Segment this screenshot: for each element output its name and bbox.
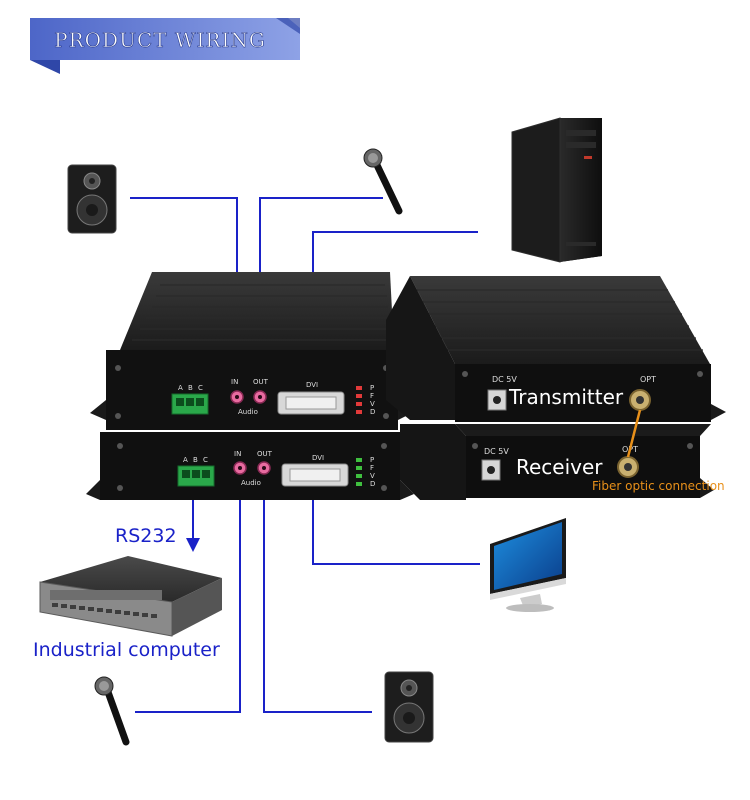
front-device-stack: A B C IN OUT Audio DVI P F V D A B C bbox=[86, 272, 414, 500]
banner-fold bbox=[30, 60, 60, 74]
led-v bbox=[356, 474, 362, 478]
receiver-dc-label: DC 5V bbox=[484, 447, 509, 456]
led-v bbox=[356, 402, 362, 406]
receiver-audio-out-label: OUT bbox=[253, 378, 269, 386]
terminal-letter-c: C bbox=[198, 384, 203, 392]
terminal-letter-a: A bbox=[183, 456, 188, 464]
transmitter-dc-label: DC 5V bbox=[492, 375, 517, 384]
led-letter: V bbox=[370, 400, 375, 408]
terminal-letter-c: C bbox=[203, 456, 208, 464]
led-letter: D bbox=[370, 408, 375, 416]
led-letter: V bbox=[370, 472, 375, 480]
receiver-label: Receiver bbox=[516, 455, 603, 479]
led-p bbox=[356, 386, 362, 390]
led-letter: P bbox=[370, 384, 374, 392]
title-banner: PRODUCT WIRING bbox=[30, 18, 300, 74]
led-d bbox=[356, 410, 362, 414]
transmitter-dvi-label: DVI bbox=[312, 454, 324, 462]
receiver-audio-in-label: IN bbox=[231, 378, 238, 386]
speaker-top bbox=[67, 164, 117, 234]
fiber-optic-cable bbox=[626, 409, 642, 458]
wires bbox=[130, 197, 480, 713]
industrial-computer bbox=[39, 556, 222, 637]
transmitter-audio-out-label: OUT bbox=[257, 450, 273, 458]
wire-audio-out-to-speaker bbox=[263, 478, 372, 713]
transmitter-rs232-terminal: A B C bbox=[177, 456, 215, 487]
rack-computer-icon bbox=[40, 556, 222, 602]
wire-audio-in-to-mic bbox=[135, 478, 241, 713]
led-p bbox=[356, 458, 362, 462]
rear-unit-top bbox=[410, 276, 710, 364]
led-f bbox=[356, 394, 362, 398]
banner-corner bbox=[276, 18, 300, 34]
rs232-label: RS232 bbox=[115, 525, 177, 547]
arrow-down-icon bbox=[186, 538, 200, 552]
transmitter-front-panel bbox=[100, 432, 400, 500]
receiver-audio-label: Audio bbox=[238, 408, 258, 416]
microphone-bottom bbox=[94, 676, 130, 746]
transmitter-label: Transmitter bbox=[508, 385, 624, 409]
rear-device-stack: DC 5V OPT Transmitter DC 5V OPT Receiver… bbox=[386, 276, 726, 500]
terminal-letter-b: B bbox=[193, 456, 198, 464]
industrial-computer-label: Industrial computer bbox=[33, 639, 220, 661]
transmitter-audio-in-label: IN bbox=[234, 450, 241, 458]
pc-tower bbox=[511, 117, 602, 263]
led-d bbox=[356, 482, 362, 486]
wire-dvi-to-monitor bbox=[312, 500, 480, 565]
led-letter: F bbox=[370, 392, 374, 400]
transmitter-audio-label: Audio bbox=[241, 479, 261, 487]
receiver-leds bbox=[356, 386, 362, 414]
banner-title: PRODUCT WIRING bbox=[54, 28, 266, 52]
microphone-icon bbox=[372, 159, 403, 215]
upper-unit-top bbox=[120, 272, 394, 350]
terminal-letter-a: A bbox=[178, 384, 183, 392]
led-letter: F bbox=[370, 464, 374, 472]
receiver-dvi-label: DVI bbox=[306, 381, 318, 389]
led-f bbox=[356, 466, 362, 470]
transmitter-leds bbox=[356, 458, 362, 486]
led-letter: P bbox=[370, 456, 374, 464]
microphone-top bbox=[363, 148, 403, 215]
receiver-rear-panel bbox=[466, 436, 700, 498]
receiver-rs232-terminal: A B C bbox=[171, 384, 209, 415]
transmitter-opt-label: OPT bbox=[640, 375, 656, 384]
fiber-label: Fiber optic connection bbox=[592, 479, 725, 493]
banner-bg bbox=[30, 18, 300, 60]
microphone-icon bbox=[104, 688, 130, 746]
monitor bbox=[490, 518, 566, 612]
terminal-letter-b: B bbox=[188, 384, 193, 392]
led-letter: D bbox=[370, 480, 375, 488]
speaker-bottom bbox=[384, 671, 434, 743]
receiver-front-panel bbox=[106, 350, 398, 430]
